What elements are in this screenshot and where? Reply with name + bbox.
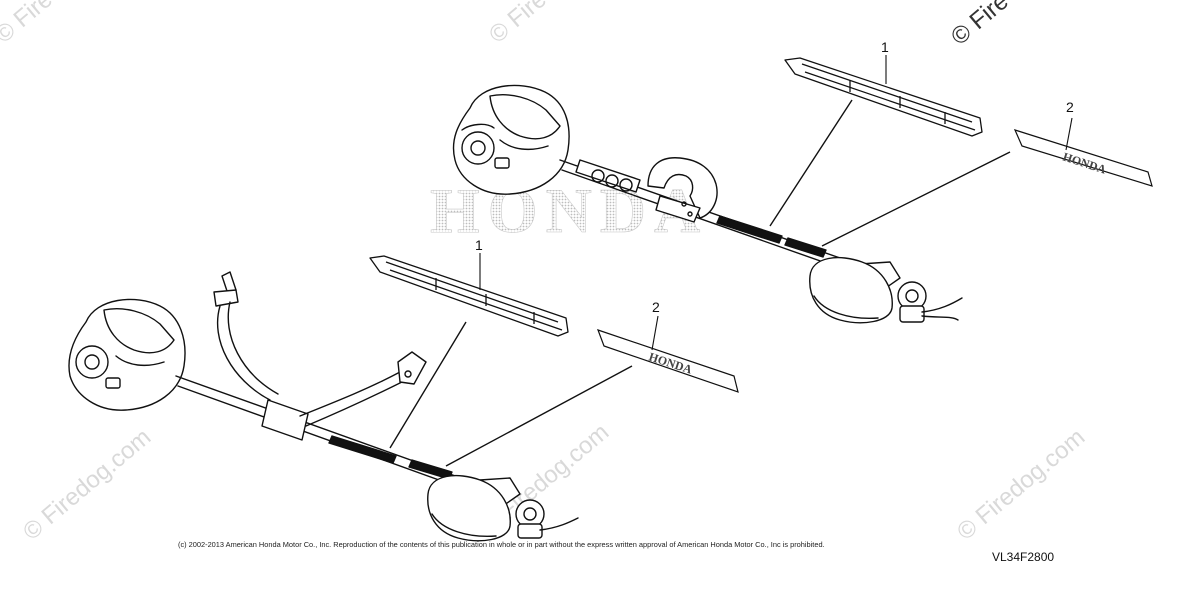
copyright-notice: (c) 2002-2013 American Honda Motor Co., … <box>178 540 825 549</box>
upper-part-2-decal: HONDA <box>1013 129 1153 187</box>
upper-callout-1: 1 <box>881 39 889 55</box>
upper-leader-1b <box>769 99 853 227</box>
lower-leader-2 <box>651 315 659 351</box>
lower-leader-2b <box>445 365 633 467</box>
lower-trimmer <box>68 271 579 542</box>
lower-callout-1: 1 <box>475 237 483 253</box>
upper-part-1-decal <box>784 57 983 137</box>
upper-trimmer <box>452 84 963 324</box>
upper-leader-2 <box>1065 117 1073 151</box>
lower-leader-1b <box>389 321 467 449</box>
lower-part-2-decal: HONDA <box>596 329 739 393</box>
upper-callout-2: 2 <box>1066 99 1074 115</box>
lower-part-1-decal <box>369 255 569 337</box>
svg-text:HONDA: HONDA <box>647 350 694 377</box>
lower-callout-2: 2 <box>652 299 660 315</box>
upper-leader-2b <box>821 151 1011 247</box>
drawing-id: VL34F2800 <box>992 550 1055 564</box>
